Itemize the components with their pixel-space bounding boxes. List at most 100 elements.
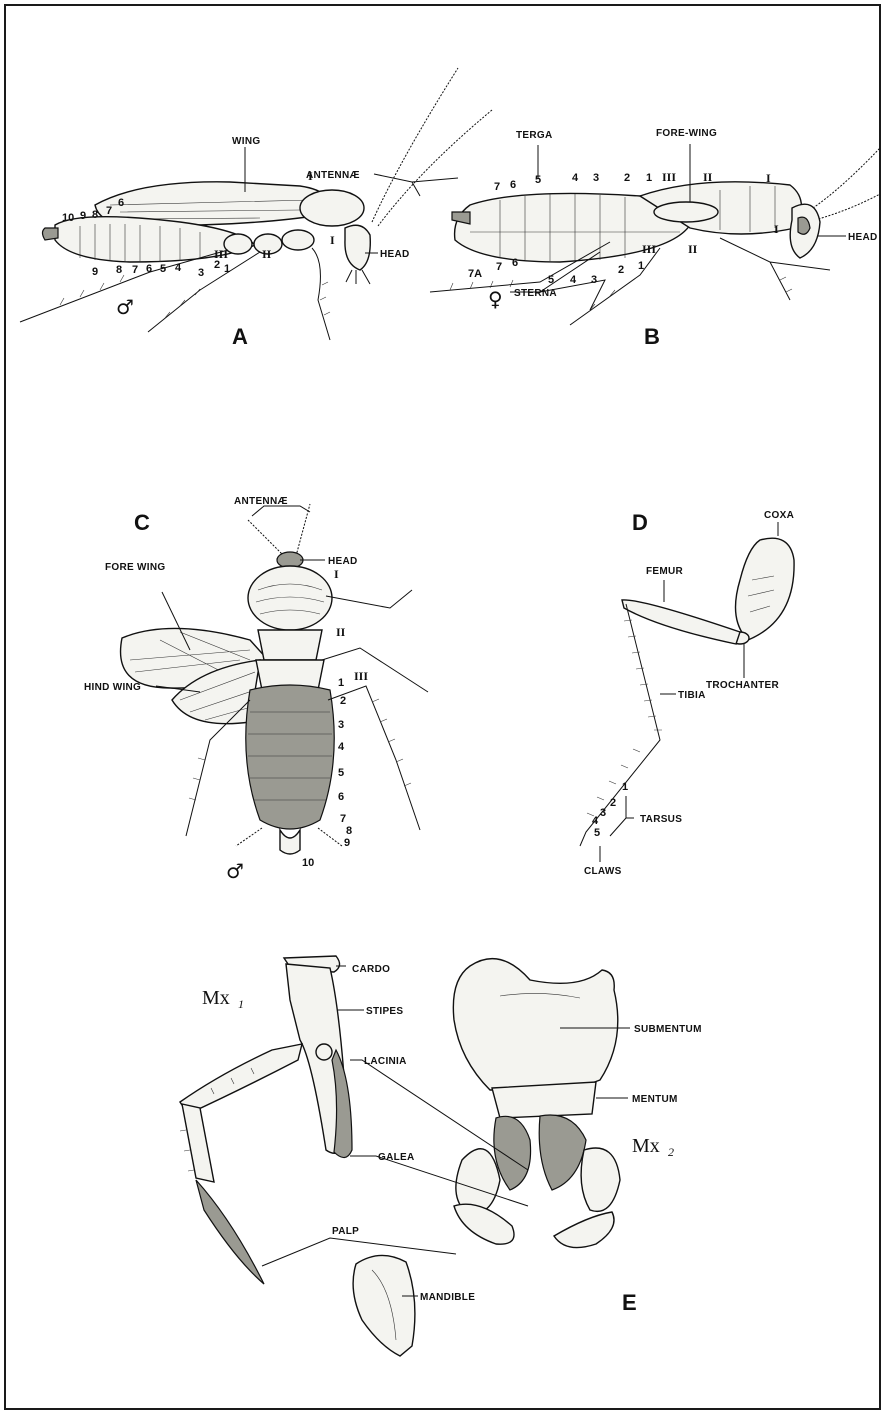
thorax-numeral: I xyxy=(330,233,335,247)
sternite-num: 5 xyxy=(548,274,554,286)
segment-num: 4 xyxy=(338,741,345,753)
mx1-label: Mx xyxy=(202,987,230,1009)
figure-e: CARDO STIPES LACINIA GALEA PALP SUBMENTU… xyxy=(180,956,702,1356)
label-fore-wing-b: FORE-WING xyxy=(656,128,717,139)
tarsus-num: 5 xyxy=(594,827,600,839)
segment-num: 1 xyxy=(338,677,344,689)
thorax-numeral: I xyxy=(774,222,779,236)
tarsus-num: 1 xyxy=(622,781,628,793)
sternite-num: 9 xyxy=(92,266,98,278)
sternite-num: 8 xyxy=(116,264,122,276)
tarsus-num: 3 xyxy=(600,807,606,819)
fore-leg-c xyxy=(326,590,412,608)
label-stipes-e: STIPES xyxy=(366,1006,403,1017)
label-claws-d: CLAWS xyxy=(584,866,622,877)
label-head-a: HEAD xyxy=(380,249,410,260)
label-terga-b: TERGA xyxy=(516,130,553,141)
tergite-num: 2 xyxy=(624,172,630,184)
mandible-e xyxy=(353,1255,415,1356)
head-a xyxy=(345,225,370,270)
tergite-num: 3 xyxy=(593,172,599,184)
thorax-numeral: II xyxy=(336,625,346,639)
label-coxa-d: COXA xyxy=(764,510,794,521)
label-fore-wing-c: FORE WING xyxy=(105,562,165,573)
panel-letter-c: C xyxy=(134,510,150,535)
male-symbol-c: ♂ xyxy=(226,859,244,883)
fore-wing-b xyxy=(654,202,718,222)
sternite-num: 5 xyxy=(160,263,166,275)
antenna-c-2 xyxy=(296,504,310,556)
label-mentum-e: MENTUM xyxy=(632,1094,678,1105)
fore-leg-a xyxy=(312,248,330,340)
label-femur-d: FEMUR xyxy=(646,566,684,577)
sternite-num: 6 xyxy=(146,263,152,275)
tergite-num: 6 xyxy=(510,179,516,191)
sternite-num: 4 xyxy=(175,262,182,274)
tergite-num: 1 xyxy=(646,172,652,184)
tergite-num: 7 xyxy=(494,181,500,193)
thorax-numeral: II xyxy=(688,242,698,256)
tergite-num: 8 xyxy=(92,209,98,221)
figure-a: WING ANTENNÆ HEAD 10 9 8 7 6 9 8 7 6 5 4… xyxy=(20,68,492,349)
tarsus-num: 2 xyxy=(610,797,616,809)
label-head-c: HEAD xyxy=(328,556,358,567)
label-head-b: HEAD xyxy=(848,232,878,243)
thorax-numeral: II xyxy=(262,247,272,261)
label-antennae-a: ANTENNÆ xyxy=(306,170,360,181)
figure-c: ANTENNÆ HEAD FORE WING HIND WING I II II… xyxy=(84,496,428,883)
tergite-num: 5 xyxy=(535,174,541,186)
mx2-label: Mx xyxy=(632,1135,660,1157)
segment-num: 3 xyxy=(338,719,344,731)
sternite-num: 7 xyxy=(496,261,502,273)
female-symbol-b: ♀ xyxy=(488,287,503,311)
femur-d xyxy=(622,600,740,644)
segment-num: 8 xyxy=(346,825,352,837)
panel-letter-b: B xyxy=(644,324,660,349)
thorax-numeral: I xyxy=(766,171,771,185)
mx1-subscript: 1 xyxy=(238,997,244,1011)
thorax-numeral: III xyxy=(662,170,676,184)
label-wing-a: WING xyxy=(232,136,260,147)
thorax-numeral: II xyxy=(703,170,713,184)
label-submentum-e: SUBMENTUM xyxy=(634,1024,702,1035)
tergite-num: 7 xyxy=(106,205,112,217)
thorax-numeral: I xyxy=(308,169,313,183)
fore-leg-b xyxy=(720,238,830,300)
palp-tip-e xyxy=(196,1180,264,1284)
segment-num: 7 xyxy=(340,813,346,825)
label-mandible-e: MANDIBLE xyxy=(420,1292,475,1303)
label-palp-e: PALP xyxy=(332,1226,359,1237)
pronotum-c xyxy=(248,566,332,630)
mentum-e xyxy=(492,1082,596,1118)
panel-letter-e: E xyxy=(622,1290,637,1315)
tibia-tarsus-d xyxy=(580,604,660,846)
figure-d: COXA FEMUR TROCHANTER TIBIA TARSUS CLAWS… xyxy=(580,510,794,877)
palp-segment-1 xyxy=(180,1044,302,1114)
sternite-num: 4 xyxy=(570,274,577,286)
mx2-subscript: 2 xyxy=(668,1145,674,1159)
sternite-num: 2 xyxy=(618,264,624,276)
panel-letter-a: A xyxy=(232,324,248,349)
thorax-numeral: III xyxy=(354,669,368,683)
segment-num: 5 xyxy=(338,767,344,779)
antenna-c-1 xyxy=(248,520,284,556)
label-cardo-e: CARDO xyxy=(352,964,390,975)
tergite-num: 6 xyxy=(118,197,124,209)
tarsus-num: 4 xyxy=(592,815,599,827)
label-tarsus-d: TARSUS xyxy=(640,814,682,825)
thorax-numeral: III xyxy=(642,242,656,256)
hind-leg-c xyxy=(328,686,420,830)
tergite-num: 9 xyxy=(80,210,86,222)
label-sterna-b: STERNA xyxy=(514,288,557,299)
panel-letter-d: D xyxy=(632,510,648,535)
sternite-num: 1 xyxy=(638,260,644,272)
pronotum-a xyxy=(300,190,364,226)
antenna-a-1 xyxy=(372,68,458,222)
figure-b: TERGA FORE-WING HEAD STERNA 7 6 5 4 3 2 … xyxy=(430,128,880,349)
male-symbol-a: ♂ xyxy=(116,295,134,319)
sternite-num: 6 xyxy=(512,257,518,269)
thorax-numeral: III xyxy=(214,247,228,261)
label-lacinia-e: LACINIA xyxy=(364,1056,407,1067)
segment-num: 2 xyxy=(340,695,346,707)
